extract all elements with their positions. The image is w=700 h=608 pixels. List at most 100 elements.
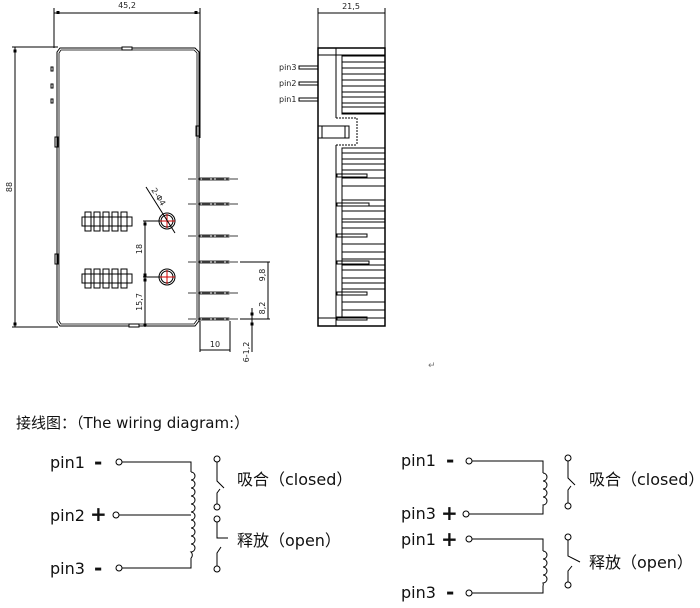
side-pin-label: pin2	[279, 79, 296, 88]
terminal-block-upper	[81, 211, 133, 232]
pin-label: pin3	[401, 583, 436, 602]
wiring-diagram-three-pin: pin1 - pin2 + pin3 - 吸合（closed） 释放（open）	[50, 450, 352, 580]
bottom-notch	[128, 323, 140, 328]
polarity-sign: +	[441, 527, 458, 551]
contact-circle	[213, 515, 221, 523]
side-fins-upper	[341, 55, 386, 115]
housing-inner-outline	[58, 49, 198, 325]
switch-contact	[567, 461, 576, 486]
switch-contact	[567, 485, 572, 503]
terminal-circle	[465, 589, 473, 597]
wire	[472, 586, 544, 594]
switch-contact	[216, 462, 225, 489]
arrow-tick	[56, 11, 60, 14]
wire	[122, 461, 192, 472]
hole-bottom-offset-label: 15,7	[135, 293, 144, 311]
switch-contact	[567, 540, 581, 563]
terminal-block-lower	[81, 268, 133, 289]
side-latch	[317, 125, 350, 139]
wire	[472, 538, 544, 551]
return-mark: ↵	[428, 361, 436, 371]
side-mark	[50, 83, 54, 89]
pin	[188, 177, 240, 181]
wiring-diagram-open: pin1 + pin3 - 释放（open）	[401, 527, 693, 604]
pin	[188, 291, 240, 295]
side-pin-2	[298, 81, 319, 86]
side-housing	[317, 47, 386, 327]
polarity-sign: -	[94, 450, 102, 474]
side-pin-3	[298, 65, 319, 70]
arrow-tick	[13, 49, 17, 53]
wire	[472, 460, 544, 473]
wiring-title: 接线图：（The wiring diagram:）	[16, 414, 249, 432]
front-view: 45,2 88	[5, 1, 270, 362]
pin	[188, 234, 240, 238]
hole-leader-line	[145, 186, 176, 234]
contact-circle	[564, 502, 572, 510]
pin	[188, 202, 240, 206]
open-state-label: 释放（open）	[589, 553, 693, 572]
terminal-circle	[465, 457, 473, 465]
terminal-circle	[115, 458, 123, 466]
coil-icon	[542, 472, 548, 508]
coil-icon	[189, 471, 196, 559]
coil-icon	[542, 550, 548, 587]
polarity-sign: -	[446, 580, 454, 604]
switch-contact	[216, 546, 222, 566]
polarity-sign: +	[441, 501, 458, 525]
wiring-diagram-closed: pin1 - pin3 + 吸合（closed）	[401, 448, 700, 525]
side-latch-inner	[321, 125, 346, 139]
closed-state-label: 吸合（closed）	[237, 470, 352, 489]
pin-label: pin1	[401, 451, 436, 470]
pin-diameter-label: 6-1,2	[242, 342, 251, 363]
arrow-tick	[143, 273, 147, 277]
top-notch	[121, 46, 133, 51]
pin-label: pin1	[401, 530, 436, 549]
terminal-circle	[112, 511, 120, 519]
contact-circle	[564, 454, 572, 462]
side-width-label: 21,5	[342, 2, 360, 11]
pin-label: pin1	[50, 453, 85, 472]
contact-circle	[213, 503, 221, 511]
arrow-tick	[143, 222, 147, 226]
open-state-label: 释放（open）	[237, 531, 341, 550]
hole-spacing-label: 18	[135, 244, 144, 254]
wire	[122, 558, 192, 569]
pin-length-label: 10	[210, 340, 220, 349]
pin	[188, 317, 255, 321]
pin-label: pin2	[50, 506, 85, 525]
polarity-sign: -	[94, 556, 102, 580]
arrow-tick	[194, 11, 198, 14]
pin-spacing-b-label: 8,2	[258, 302, 267, 315]
side-pin-label: pin1	[279, 95, 296, 104]
side-clip	[54, 136, 59, 148]
arrow-tick	[143, 278, 147, 282]
pin	[188, 260, 240, 264]
arrow-tick	[13, 322, 17, 326]
polarity-sign: -	[446, 448, 454, 472]
side-pin-label: pin3	[279, 63, 296, 72]
pin-spacing-a-label: 9,8	[258, 269, 267, 282]
contact-circle	[564, 533, 572, 541]
closed-state-label: 吸合（closed）	[589, 470, 700, 489]
pins	[188, 177, 255, 321]
terminal-circle	[115, 564, 123, 572]
side-clip	[54, 253, 59, 265]
contact-circle	[213, 455, 221, 463]
terminal-circle	[462, 510, 470, 518]
mounting-hole-lower	[158, 268, 176, 286]
housing-outline	[56, 47, 200, 327]
pin-label: pin3	[401, 504, 436, 523]
wire	[469, 507, 544, 515]
side-pin-1	[298, 97, 319, 102]
switch-contact	[216, 488, 221, 504]
arrow-tick	[250, 322, 254, 326]
contact-circle	[564, 581, 572, 589]
side-mark	[50, 98, 54, 104]
switch-contact	[567, 565, 573, 582]
height-label: 88	[5, 182, 14, 192]
arrow-tick	[143, 323, 147, 327]
side-mark	[50, 66, 54, 72]
side-clip	[195, 125, 200, 137]
